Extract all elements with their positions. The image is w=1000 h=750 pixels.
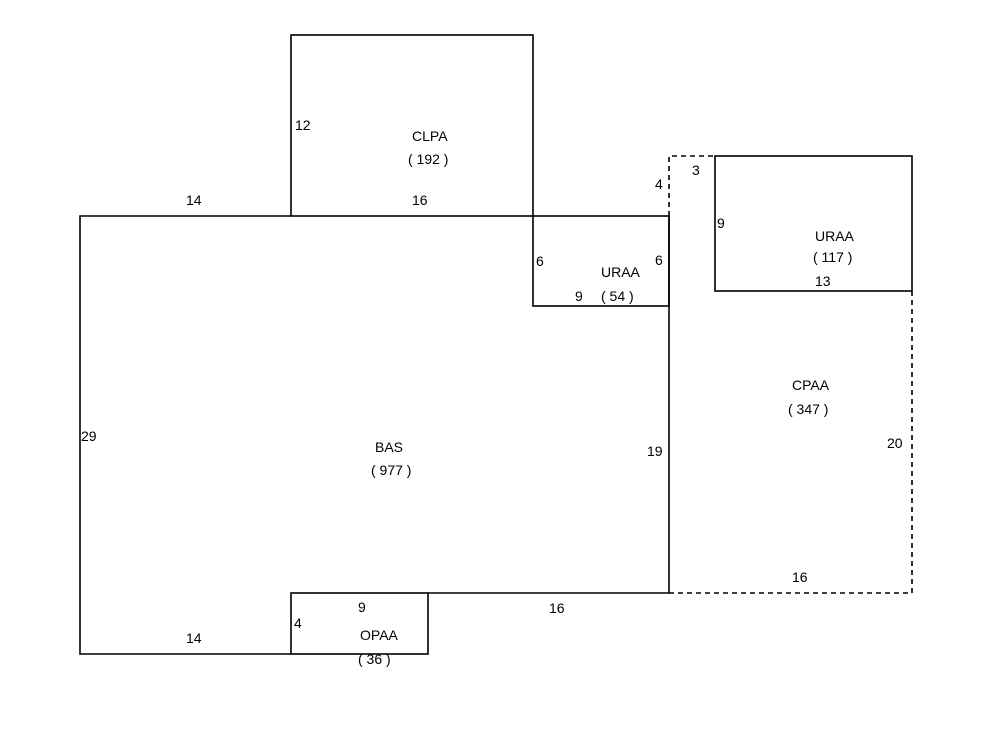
dim-uraa-small-left: 6 (536, 253, 544, 269)
dim-bas-right: 19 (647, 443, 663, 459)
cpaa-outline (668, 155, 715, 216)
cpaa-outline-right (669, 291, 913, 594)
dim-bas-bottom-right: 16 (549, 600, 565, 616)
dim-cpaa-right: 20 (887, 435, 903, 451)
dim-cpaa-top-left: 4 (655, 176, 663, 192)
uraa-large-outline (714, 155, 913, 292)
clpa-area: ( 192 ) (408, 151, 448, 167)
dim-uraa-small-bottom: 9 (575, 288, 583, 304)
dim-clpa-left: 12 (295, 117, 311, 133)
uraa-small-area: ( 54 ) (601, 288, 634, 304)
opaa-outline (290, 592, 429, 655)
dim-uraa-large-left: 9 (717, 215, 725, 231)
dim-uraa-small-right: 6 (655, 252, 663, 268)
uraa-large-label: URAA (815, 228, 855, 244)
clpa-label: CLPA (412, 128, 448, 144)
dim-clpa-bottom: 16 (412, 192, 428, 208)
dim-bas-bottom-left: 14 (186, 630, 202, 646)
dim-opaa-left: 4 (294, 615, 302, 631)
cpaa-label: CPAA (792, 377, 830, 393)
uraa-small-label: URAA (601, 264, 641, 280)
dim-bas-left: 29 (81, 428, 97, 444)
opaa-area: ( 36 ) (358, 651, 391, 667)
bas-outline (79, 215, 291, 655)
dim-opaa-top: 9 (358, 599, 366, 615)
cpaa-area: ( 347 ) (788, 401, 828, 417)
bas-area: ( 977 ) (371, 462, 411, 478)
dim-cpaa-top: 3 (692, 162, 700, 178)
bas-label: BAS (375, 439, 403, 455)
uraa-large-area: ( 117 ) (813, 249, 852, 265)
opaa-label: OPAA (360, 627, 399, 643)
dim-bas-top-left: 14 (186, 192, 202, 208)
dim-uraa-large-bottom: 13 (815, 273, 831, 289)
clpa-outline (290, 34, 534, 217)
dim-cpaa-bottom: 16 (792, 569, 808, 585)
uraa-small-outline (532, 215, 670, 307)
